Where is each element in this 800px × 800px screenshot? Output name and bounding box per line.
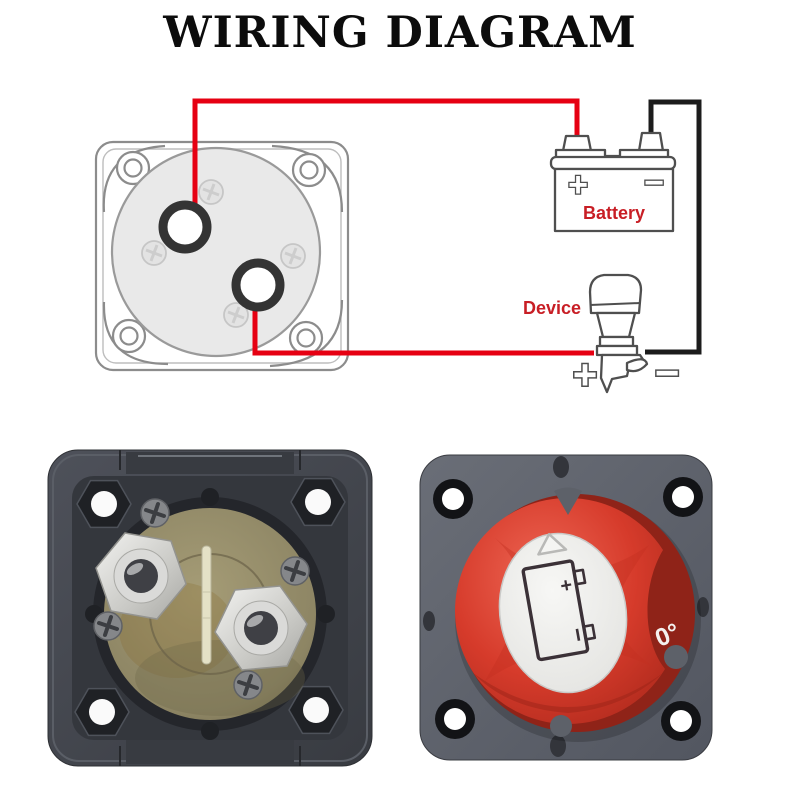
switch-rear-photo [47, 449, 373, 767]
switch-plate-drawing [94, 140, 350, 372]
rear-phillips-screws [93, 498, 310, 700]
battery-label: Battery [583, 203, 645, 223]
battery-drawing: + − Battery [549, 131, 677, 233]
battery-icon [521, 559, 597, 662]
negative-wire [645, 99, 702, 355]
battery-icon-plus: + [559, 574, 574, 598]
knob-bottom-notch [550, 715, 572, 737]
terminal-stud-2 [214, 585, 308, 671]
switch-front-photo: 0° + − [419, 454, 713, 761]
battery-plus-symbol: + [568, 166, 588, 204]
battery-icon-minus: − [563, 626, 592, 644]
plate-terminal-holes [158, 200, 285, 312]
battery-minus-symbol: − [644, 164, 664, 202]
front-mounting-holes [433, 477, 703, 741]
device-plus-symbol: + [573, 351, 598, 398]
pointer-triangle-icon [537, 532, 568, 556]
terminal-stud-1 [95, 532, 187, 620]
device-minus-symbol: − [655, 349, 680, 396]
mounting-hole-icons [111, 150, 327, 356]
device-drawing: Device + − [523, 273, 681, 400]
knob-top-notch [554, 487, 582, 515]
knob-label: + − [498, 532, 628, 694]
phillips-screw-icons [141, 179, 306, 328]
wiring-schematic: + − Battery Device + − [94, 98, 702, 400]
knob-side-notch [664, 645, 688, 669]
rotary-knob: 0° + − [455, 487, 701, 742]
page-title: WIRING DIAGRAM [163, 8, 637, 58]
rotor-divider-bar [201, 545, 212, 665]
device-label: Device [523, 298, 581, 318]
rear-mounting-holes [74, 477, 346, 737]
positive-wire-battery [192, 98, 580, 234]
